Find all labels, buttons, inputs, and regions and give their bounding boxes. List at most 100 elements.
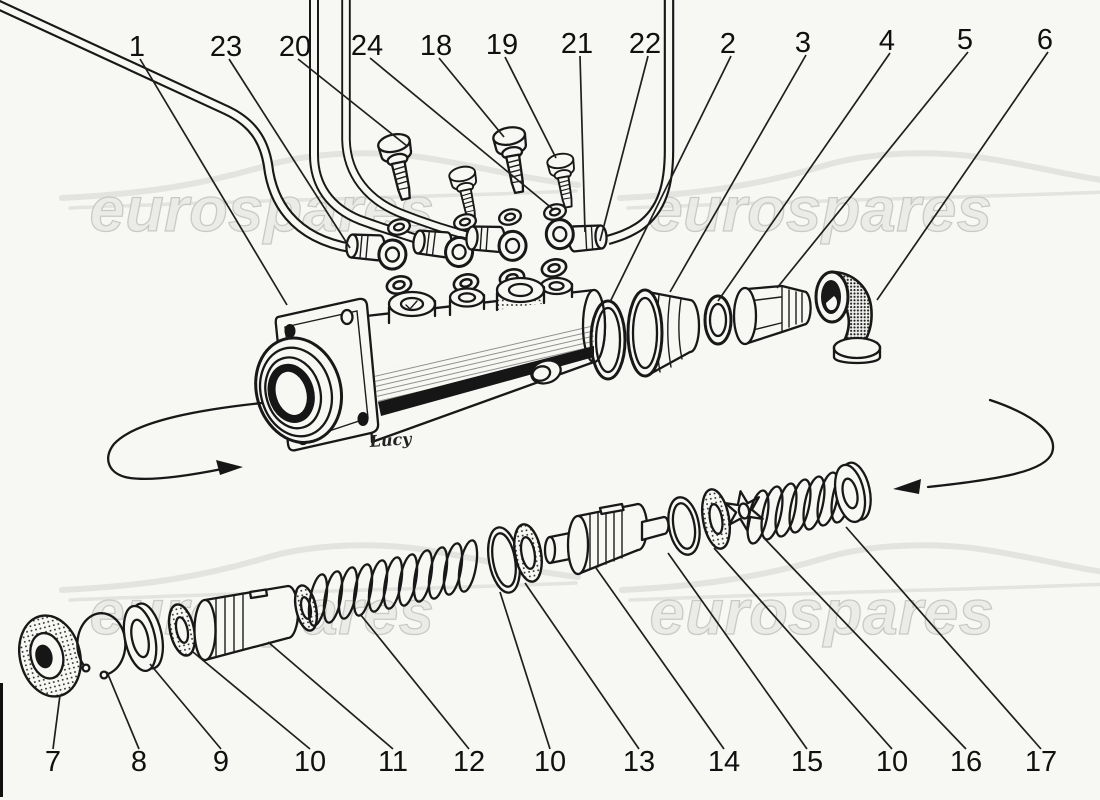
pipe-fitting-4 <box>544 215 609 255</box>
watermark: eurospares <box>62 153 578 246</box>
callout-number: 2 <box>720 28 736 60</box>
callout-6: 6 <box>876 24 1053 301</box>
callout-number: 10 <box>534 746 566 778</box>
callout-number: 10 <box>294 746 326 778</box>
leader-line <box>595 567 725 750</box>
callout-number: 7 <box>45 746 61 778</box>
circlip <box>76 612 127 680</box>
spring-end-seat <box>833 461 872 524</box>
watermark-text: eurospares <box>648 175 993 245</box>
callout-number: 5 <box>957 24 973 56</box>
gland-nut <box>626 288 701 378</box>
sealing-washer <box>703 294 733 346</box>
leader-line <box>599 55 649 242</box>
callout-number: 22 <box>629 28 661 60</box>
pipe-fitting-3 <box>463 223 529 263</box>
union-bolt <box>732 284 812 346</box>
callout-16: 16 <box>763 537 982 778</box>
callout-number: 16 <box>950 746 982 778</box>
leader-line <box>713 547 893 750</box>
leader-line <box>504 56 557 159</box>
callout-17: 17 <box>845 526 1057 778</box>
leader-line <box>667 552 808 750</box>
callout-number: 12 <box>453 746 485 778</box>
callout-12: 12 <box>359 613 485 778</box>
callout-number: 21 <box>561 28 593 60</box>
illustration: Lucy <box>0 0 1055 797</box>
spring-seat-washer <box>487 526 521 594</box>
retaining-washer <box>122 602 165 672</box>
callout-20: 20 <box>279 31 408 147</box>
leader-line <box>579 55 586 233</box>
callout-number: 3 <box>795 27 811 59</box>
callout-13: 13 <box>524 582 655 778</box>
callout-22: 22 <box>599 28 661 242</box>
leader-line <box>717 52 891 302</box>
callout-number: 20 <box>279 31 311 63</box>
leader-line <box>192 651 311 750</box>
callout-8: 8 <box>106 671 147 778</box>
secondary-piston <box>566 502 670 576</box>
watermark: eurospares <box>620 153 1100 246</box>
callout-number: 19 <box>486 29 518 61</box>
callout-number: 11 <box>378 746 408 778</box>
leader-line <box>845 526 1042 750</box>
primary-piston <box>193 584 300 662</box>
brake-pipes <box>0 0 675 254</box>
leader-line <box>149 663 222 750</box>
callout-4: 4 <box>717 25 895 302</box>
leader-line <box>369 57 555 211</box>
callout-7: 7 <box>45 694 61 778</box>
callout-1: 1 <box>129 31 288 306</box>
callout-number: 24 <box>351 30 383 62</box>
leader-line <box>228 58 351 249</box>
callout-number: 15 <box>791 746 823 778</box>
callout-24: 24 <box>351 30 555 211</box>
callout-number: 14 <box>708 746 740 778</box>
pipe-top-left <box>0 0 352 254</box>
callout-5: 5 <box>776 24 973 289</box>
illustrator-signature: Lucy <box>368 429 414 451</box>
bleed-screw-3 <box>490 123 536 197</box>
callout-18: 18 <box>420 30 505 138</box>
cylinder-port-1 <box>387 290 437 325</box>
callout-number: 23 <box>210 31 242 63</box>
leader-line <box>267 641 394 750</box>
leader-line <box>52 694 61 750</box>
callout-number: 18 <box>420 30 452 62</box>
leader-line <box>763 537 967 750</box>
callout-19: 19 <box>486 29 557 159</box>
rubber-boot <box>18 614 82 698</box>
leader-line <box>359 613 470 750</box>
elbow-fitting <box>814 270 882 365</box>
rotation-arrow-left <box>107 401 264 481</box>
leader-line <box>609 55 732 303</box>
washer <box>496 205 524 229</box>
master-cylinder-body: Lucy <box>254 276 607 452</box>
leader-line <box>106 671 140 750</box>
leader-line <box>669 54 807 293</box>
seal-cup-4 <box>700 488 732 550</box>
callout-21: 21 <box>561 28 593 233</box>
cylinder-port-2 <box>448 287 486 317</box>
pipe-vertical-2 <box>341 0 474 242</box>
primary-spring <box>307 539 479 627</box>
callout-number: 6 <box>1037 24 1053 56</box>
rotation-arrow-right <box>893 398 1055 494</box>
end-cap-parts <box>589 270 882 381</box>
callout-11: 11 <box>267 641 408 778</box>
watermark-text: eurospares <box>650 578 995 648</box>
callout-number: 4 <box>879 25 895 57</box>
leader-line <box>499 591 551 750</box>
callout-10: 10 <box>192 651 326 778</box>
snap-ring <box>589 299 627 381</box>
callout-number: 10 <box>876 746 908 778</box>
callout-9: 9 <box>149 663 229 778</box>
callout-10: 10 <box>713 547 908 778</box>
callout-number: 1 <box>129 31 145 63</box>
leader-line <box>776 51 969 289</box>
watermark: eurospares <box>622 545 1100 649</box>
